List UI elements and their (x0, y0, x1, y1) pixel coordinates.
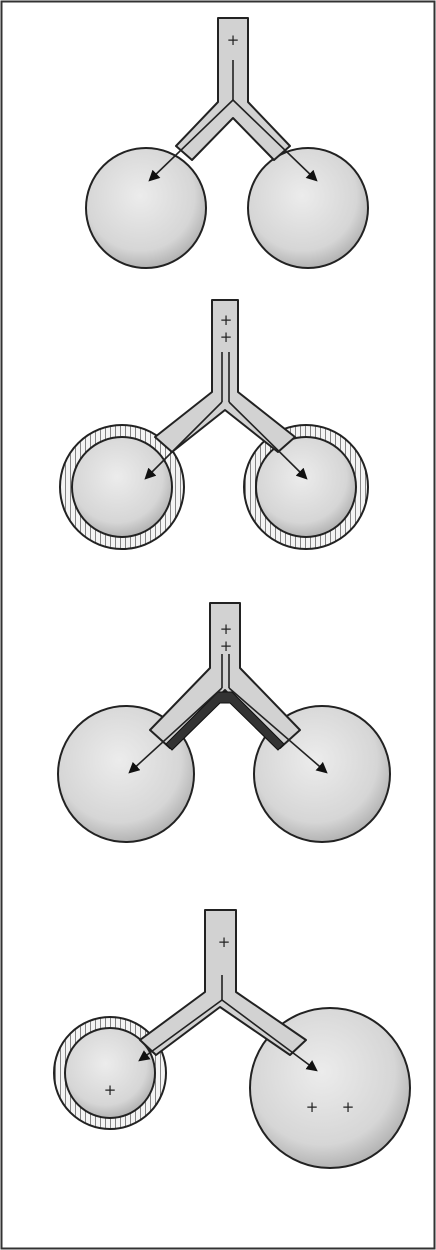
right-alveolus-mark: + (306, 1098, 319, 1116)
right-alveolus (248, 148, 368, 268)
right-alveolus (256, 437, 356, 537)
airway-mark: + (227, 31, 240, 49)
panel-2: + + (60, 300, 368, 549)
airway-mark: + (220, 637, 233, 655)
airway-mark: + (220, 311, 233, 329)
airway (140, 910, 306, 1055)
airway-mark: + (218, 933, 231, 951)
airway-mark: + (220, 328, 233, 346)
left-alveolus (72, 437, 172, 537)
panel-1: + (86, 18, 368, 268)
airway-mark: + (220, 620, 233, 638)
left-alveolus-mark: + (104, 1081, 117, 1099)
panel-4: + + + + (54, 910, 410, 1168)
left-alveolus (86, 148, 206, 268)
right-alveolus-mark: + (342, 1098, 355, 1116)
panel-3: + + (58, 603, 390, 842)
